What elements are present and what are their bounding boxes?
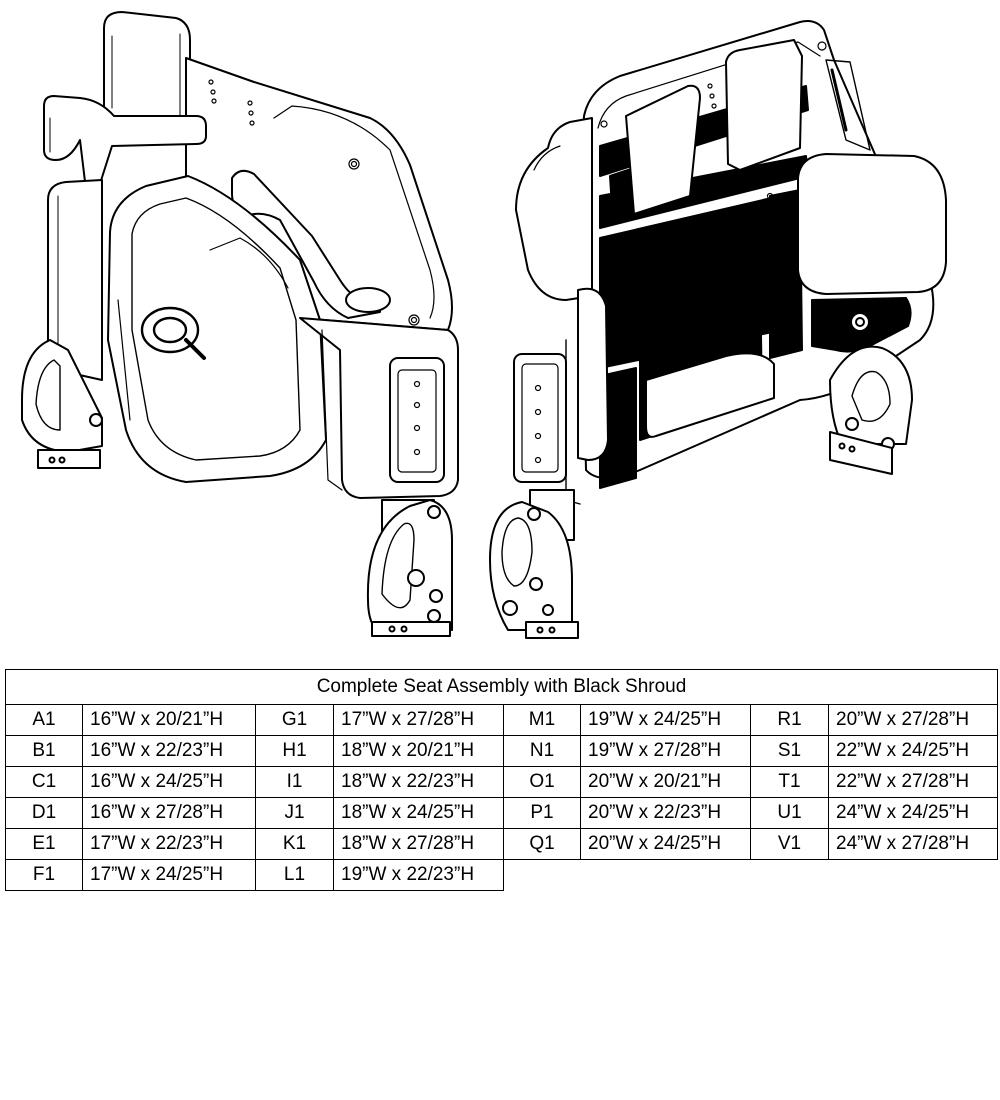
- table-title: Complete Seat Assembly with Black Shroud: [5, 669, 998, 705]
- part-code: O1: [503, 766, 581, 798]
- part-size: 19”W x 22/23”H: [333, 859, 504, 891]
- left-push-handle: [43, 95, 207, 191]
- part-size: 18”W x 24/25”H: [333, 797, 504, 829]
- back-left-handle: [515, 117, 593, 301]
- part-code: E1: [5, 828, 83, 860]
- part-code: P1: [503, 797, 581, 829]
- headrest: [103, 11, 191, 133]
- lower-pad: [645, 352, 775, 438]
- right-rail: [825, 59, 871, 151]
- part-code: G1: [255, 704, 334, 736]
- part-code: L1: [255, 859, 334, 891]
- seat-front-view: [21, 11, 459, 637]
- plate-holes: [208, 79, 420, 326]
- part-code: R1: [750, 704, 829, 736]
- empty-cell: [503, 859, 751, 891]
- part-size: 16”W x 20/21”H: [82, 704, 256, 736]
- part-size: 19”W x 24/25”H: [580, 704, 751, 736]
- part-size: 20”W x 27/28”H: [828, 704, 998, 736]
- part-code: T1: [750, 766, 829, 798]
- part-code: C1: [5, 766, 83, 798]
- part-size: 20”W x 22/23”H: [580, 797, 751, 829]
- right-hanger-bracket: [366, 499, 453, 637]
- part-code: D1: [5, 797, 83, 829]
- part-size: 16”W x 24/25”H: [82, 766, 256, 798]
- part-code: A1: [5, 704, 83, 736]
- back-left-pad: [577, 287, 609, 461]
- part-size: 18”W x 27/28”H: [333, 828, 504, 860]
- upper-pad-right: [725, 39, 803, 171]
- seat-assembly-illustration: [21, 11, 947, 639]
- part-code: S1: [750, 735, 829, 767]
- part-code: H1: [255, 735, 334, 767]
- part-size: 17”W x 22/23”H: [82, 828, 256, 860]
- q-logo: [140, 306, 206, 360]
- part-code: V1: [750, 828, 829, 860]
- part-code: U1: [750, 797, 829, 829]
- part-size: 16”W x 27/28”H: [82, 797, 256, 829]
- part-size: 18”W x 22/23”H: [333, 766, 504, 798]
- part-code: N1: [503, 735, 581, 767]
- mounting-bracket-right: [389, 357, 445, 483]
- upper-pad-left: [625, 84, 701, 215]
- back-left-hanger: [489, 489, 579, 639]
- part-size: 22”W x 27/28”H: [828, 766, 998, 798]
- left-hanger-bracket: [21, 339, 103, 469]
- part-size: 20”W x 24/25”H: [580, 828, 751, 860]
- part-size: 17”W x 27/28”H: [333, 704, 504, 736]
- back-right-armrest-pad: [797, 153, 947, 295]
- part-code: F1: [5, 859, 83, 891]
- part-size: 20”W x 20/21”H: [580, 766, 751, 798]
- part-size: 18”W x 20/21”H: [333, 735, 504, 767]
- part-code: M1: [503, 704, 581, 736]
- part-size: 17”W x 24/25”H: [82, 859, 256, 891]
- part-size: 19”W x 27/28”H: [580, 735, 751, 767]
- part-size: 22”W x 24/25”H: [828, 735, 998, 767]
- seat-back-view: [489, 20, 947, 639]
- part-size: 16”W x 22/23”H: [82, 735, 256, 767]
- part-size: 24”W x 27/28”H: [828, 828, 998, 860]
- part-size: 24”W x 24/25”H: [828, 797, 998, 829]
- part-code: I1: [255, 766, 334, 798]
- part-code: J1: [255, 797, 334, 829]
- empty-cell: [750, 859, 998, 891]
- back-right-hanger: [829, 345, 913, 475]
- seat-assembly-table: Complete Seat Assembly with Black Shroud…: [5, 669, 998, 891]
- part-code: Q1: [503, 828, 581, 860]
- part-code: K1: [255, 828, 334, 860]
- part-code: B1: [5, 735, 83, 767]
